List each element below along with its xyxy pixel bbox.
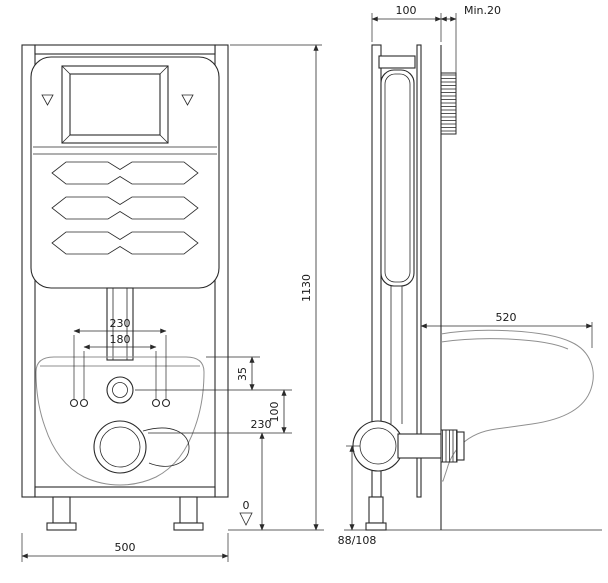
frame-bottom-crossbar bbox=[34, 486, 216, 498]
mounting-frame-side bbox=[365, 44, 457, 531]
frame-rear-rail bbox=[416, 44, 422, 498]
access-panel-inner bbox=[69, 73, 161, 136]
front-view: 230 180 35 100 bbox=[21, 44, 324, 562]
access-panel-outer bbox=[61, 65, 169, 144]
side-view: 100 Min.20 520 88/108 bbox=[338, 4, 602, 547]
dim-min20: Min.20 bbox=[464, 4, 501, 17]
dimension-overall-height: 1130 bbox=[230, 44, 322, 531]
dimension-overall-width: 500 bbox=[21, 533, 229, 562]
dimension-projection: 520 bbox=[420, 311, 593, 348]
drain-outlet-front bbox=[93, 420, 190, 474]
access-panel bbox=[61, 65, 169, 144]
dim-520-projection: 520 bbox=[496, 311, 517, 324]
supply-connection-inner bbox=[112, 382, 128, 398]
dim-1130-height: 1130 bbox=[300, 274, 313, 302]
dim-88-108-outlet: 88/108 bbox=[338, 534, 377, 547]
outlet-end-cap bbox=[456, 431, 465, 461]
concealed-cistern-side bbox=[380, 69, 415, 424]
actuator-housing-side bbox=[378, 55, 416, 69]
dim-35: 35 bbox=[236, 367, 249, 381]
bowl-outline-front bbox=[35, 356, 205, 486]
frame-top-crossbar bbox=[34, 44, 216, 55]
frame-foot-plate-side bbox=[365, 522, 387, 531]
bowl-outline-side bbox=[440, 329, 594, 482]
dimension-span-230-180: 230 180 bbox=[73, 317, 167, 399]
dim-180-span: 180 bbox=[110, 333, 131, 346]
dim-100-depth: 100 bbox=[396, 4, 417, 17]
dim-230-height: 230 bbox=[251, 418, 272, 431]
concealed-cistern bbox=[30, 56, 220, 289]
dim-230-span: 230 bbox=[110, 317, 131, 330]
dim-500-width: 500 bbox=[115, 541, 136, 554]
dimension-outlet-height: 88/108 bbox=[338, 445, 377, 547]
water-level-mark-right bbox=[181, 94, 194, 106]
cistern-body bbox=[30, 56, 220, 289]
drain-bend bbox=[142, 427, 190, 467]
cistern-rib-pattern bbox=[51, 161, 199, 255]
outlet-coupling bbox=[440, 429, 458, 463]
frame-left-foot bbox=[52, 496, 71, 524]
supply-connection bbox=[106, 376, 134, 404]
frame-right-foot-plate bbox=[173, 522, 204, 531]
drain-circle-outer bbox=[93, 420, 147, 474]
floor-datum-mark bbox=[239, 512, 253, 526]
trap-bend-outer bbox=[352, 420, 404, 472]
supply-connection-outer bbox=[106, 376, 134, 404]
dimension-heights-front: 35 100 230 0 bbox=[135, 356, 324, 531]
dim-100-offset: 100 bbox=[268, 402, 281, 423]
outlet-pipe bbox=[397, 433, 442, 459]
trap-and-outlet bbox=[352, 420, 465, 472]
dimension-depth-top: 100 Min.20 bbox=[371, 4, 501, 73]
frame-right-foot bbox=[179, 496, 198, 524]
dim-0-level: 0 bbox=[243, 499, 250, 512]
mounting-bolts bbox=[69, 398, 171, 408]
cistern-body-side bbox=[380, 69, 415, 287]
frame-foot-side bbox=[368, 496, 384, 524]
drain-circle-inner bbox=[99, 426, 141, 468]
frame-left-foot-plate bbox=[46, 522, 77, 531]
water-level-mark-left bbox=[41, 94, 54, 106]
wall-finish-section bbox=[440, 72, 457, 135]
